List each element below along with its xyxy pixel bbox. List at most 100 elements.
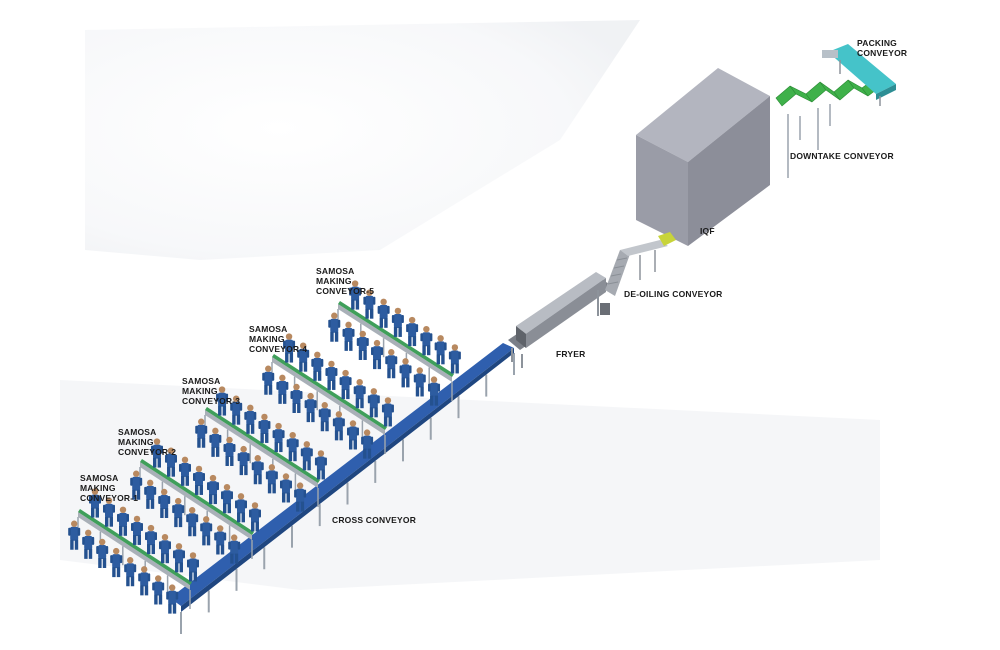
worker-figure xyxy=(237,445,250,476)
worker-figure xyxy=(385,349,398,379)
worker-figure xyxy=(349,280,362,310)
worker-figure xyxy=(304,392,317,423)
worker-figure xyxy=(152,575,165,605)
worker-figure xyxy=(214,525,227,555)
worker-figure xyxy=(353,378,366,409)
worker-figure xyxy=(82,529,95,559)
worker-figure xyxy=(138,566,151,596)
worker-figure xyxy=(110,547,123,578)
worker-figure xyxy=(314,450,327,480)
making-conveyor-5 xyxy=(328,280,461,406)
cross-conveyor-belt xyxy=(170,343,514,606)
label-making-conveyor-4: SAMOSA MAKING CONVEYOR-4 xyxy=(249,324,307,354)
making-conveyor-belt xyxy=(272,354,387,430)
worker-figure xyxy=(145,524,157,555)
worker-figure xyxy=(144,479,157,509)
de-oiling-incline xyxy=(605,250,630,296)
label-making-conveyor-3: SAMOSA MAKING CONVEYOR-3 xyxy=(182,376,240,406)
worker-figure xyxy=(367,388,380,418)
worker-figure xyxy=(200,516,213,546)
iqf-top xyxy=(636,68,770,162)
worker-figure xyxy=(265,464,278,494)
worker-figure xyxy=(130,470,143,500)
worker-figure xyxy=(297,342,310,372)
worker-figure xyxy=(195,418,208,448)
worker-figure xyxy=(381,397,394,427)
worker-figure xyxy=(124,557,137,587)
worker-figure xyxy=(413,367,426,397)
making-conveyor-belt xyxy=(205,407,320,483)
worker-figure xyxy=(283,333,296,363)
worker-figure xyxy=(193,465,205,495)
worker-figure xyxy=(96,538,109,568)
worker-figure xyxy=(286,431,299,462)
worker-figure xyxy=(221,483,233,514)
making-conveyor-3 xyxy=(195,386,327,512)
worker-figure xyxy=(258,413,271,443)
worker-figure xyxy=(186,507,199,537)
cross-conveyor xyxy=(170,343,515,634)
downtake-legs xyxy=(787,104,831,178)
cross-conveyor-legs xyxy=(180,353,515,634)
worker-figure xyxy=(434,335,447,365)
worker-figure xyxy=(249,502,261,532)
making-conveyor-belt xyxy=(78,509,192,585)
worker-figure xyxy=(235,493,247,523)
worker-figure xyxy=(117,506,129,536)
fryer-hood-end xyxy=(516,326,526,348)
worker-figure xyxy=(342,321,355,351)
worker-figure xyxy=(151,438,163,468)
packing-belt-side xyxy=(876,84,896,100)
label-iqf: IQF xyxy=(700,226,715,236)
samosa-making-conveyors xyxy=(68,280,461,614)
worker-figure xyxy=(290,383,303,413)
label-making-conveyor-5: SAMOSA MAKING CONVEYOR-5 xyxy=(316,266,374,296)
making-conveyor-2 xyxy=(130,438,261,564)
worker-figure xyxy=(339,369,352,400)
de-oiling-belt xyxy=(620,240,668,256)
worker-figure xyxy=(325,360,338,390)
worker-figure xyxy=(158,488,171,518)
worker-figure xyxy=(216,386,229,416)
fryer xyxy=(508,272,612,368)
worker-figure xyxy=(328,312,341,342)
label-downtake-conveyor: DOWNTAKE CONVEYOR xyxy=(790,151,894,161)
worker-figure xyxy=(361,429,374,459)
iqf-front xyxy=(636,135,688,246)
making-conveyor-belt xyxy=(338,301,454,377)
label-packing-conveyor: PACKING CONVEYOR xyxy=(857,38,907,58)
making-conveyor-belt xyxy=(140,459,254,535)
worker-figure xyxy=(294,482,307,512)
worker-figure xyxy=(68,520,81,550)
packing-belt xyxy=(828,44,896,94)
worker-figure xyxy=(244,404,257,434)
worker-figure xyxy=(391,307,404,337)
worker-figure xyxy=(399,358,412,388)
downtake-belt xyxy=(775,79,877,107)
worker-figure xyxy=(428,376,441,406)
worker-figure xyxy=(356,330,369,360)
label-making-conveyor-2: SAMOSA MAKING CONVEYOR-2 xyxy=(118,427,176,457)
worker-figure xyxy=(279,473,292,503)
worker-figure xyxy=(103,497,115,527)
worker-figure xyxy=(251,455,264,485)
worker-figure xyxy=(318,402,331,432)
worker-figure xyxy=(346,420,359,450)
worker-figure xyxy=(332,411,345,441)
worker-figure xyxy=(228,534,241,564)
worker-figure xyxy=(371,339,384,370)
worker-figure xyxy=(311,351,324,381)
iqf-infeed-tray xyxy=(658,232,676,246)
worker-figure xyxy=(420,325,433,356)
downtake-conveyor xyxy=(775,79,877,178)
label-de-oiling-conveyor: DE-OILING CONVEYOR xyxy=(624,289,723,299)
making-conveyor-1 xyxy=(68,488,199,614)
worker-figure xyxy=(209,427,222,457)
worker-figure xyxy=(165,447,177,477)
making-conveyor-4 xyxy=(262,333,394,459)
worker-figure xyxy=(363,289,376,319)
label-fryer: FRYER xyxy=(556,349,586,359)
packing-conveyor xyxy=(822,44,896,106)
worker-figure xyxy=(207,474,219,505)
